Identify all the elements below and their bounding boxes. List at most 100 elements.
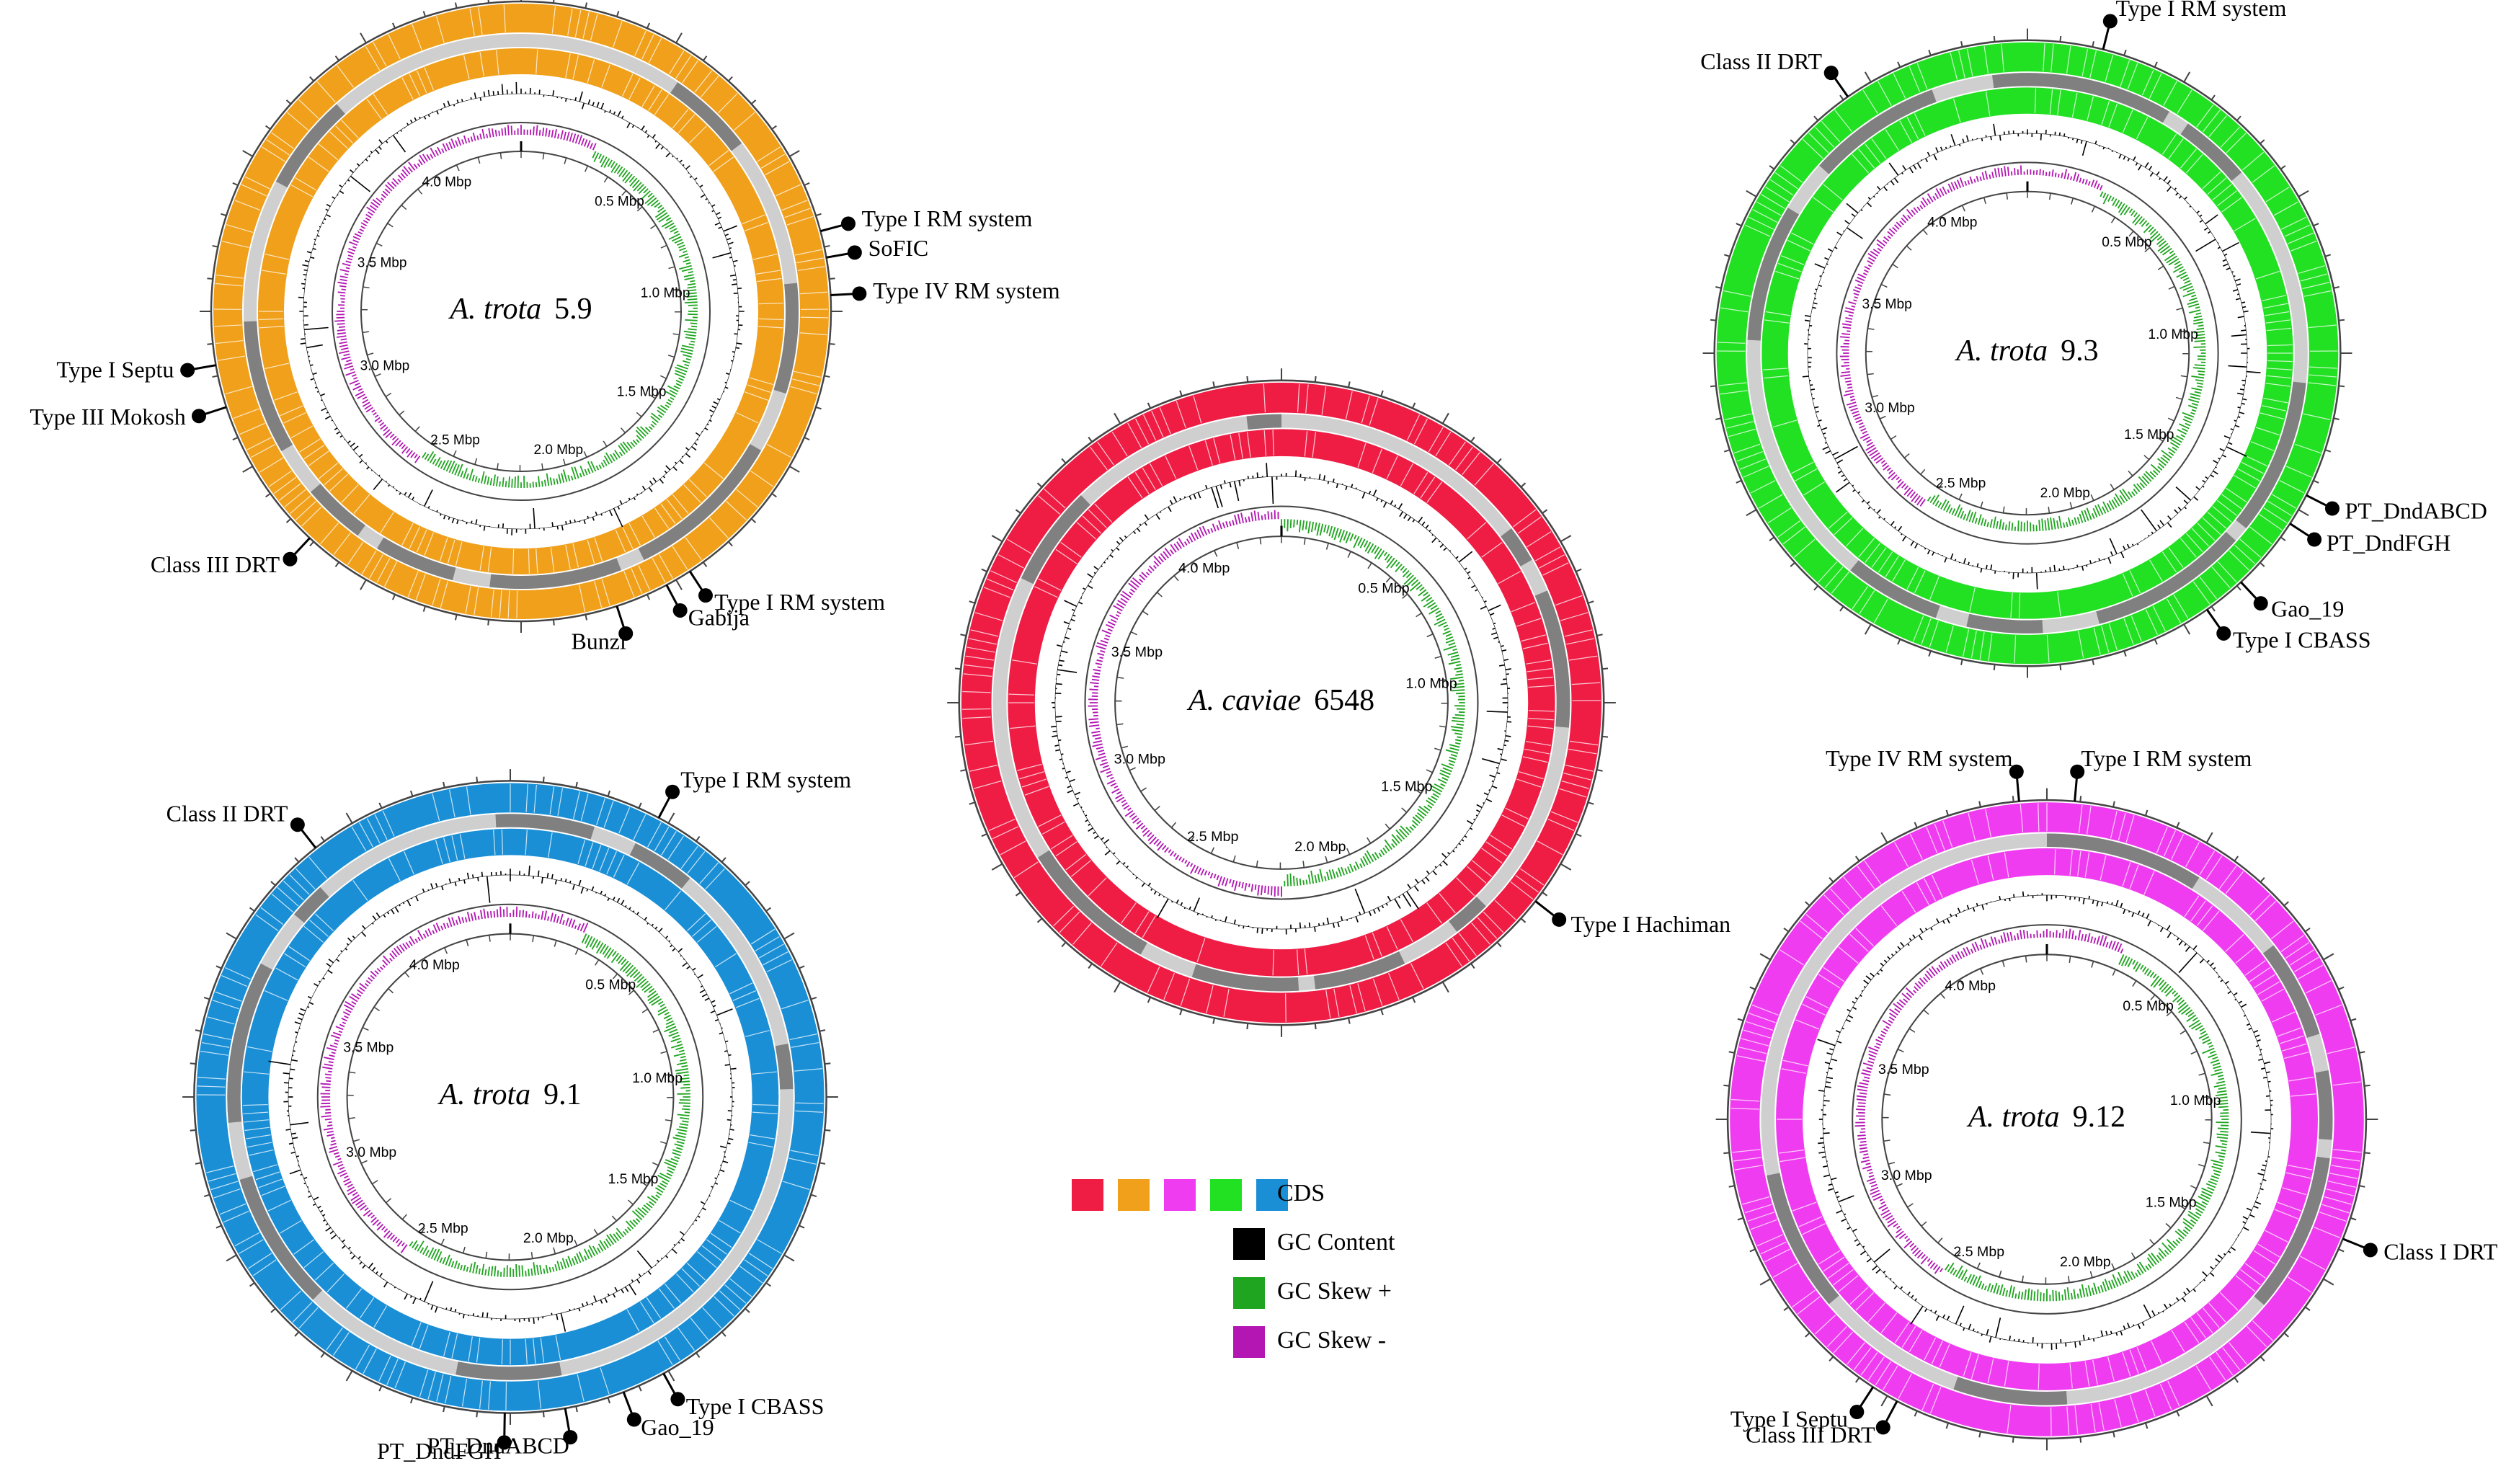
outer-tick — [1314, 1023, 1317, 1030]
outer-tick — [2059, 35, 2062, 43]
legend-swatch — [1233, 1277, 1265, 1309]
cds-forward-ring — [961, 382, 1602, 1023]
outer-tick — [249, 1281, 255, 1287]
outer-tick — [2210, 94, 2216, 101]
outer-tick — [1805, 1332, 1810, 1338]
annotation-pin-dot — [2363, 1243, 2378, 1258]
outer-tick — [788, 150, 800, 157]
scale-tick-label: 2.0 Mbp — [533, 443, 583, 458]
outer-tick — [1769, 536, 1775, 541]
outer-tick — [1897, 61, 1901, 68]
annotation-pin-dot — [1552, 912, 1567, 927]
defense-system-annotation: Type I RM system — [688, 570, 885, 615]
outer-tick — [1710, 319, 1717, 321]
outer-tick — [954, 667, 961, 670]
outer-tick — [285, 99, 292, 105]
outer-tick — [969, 600, 976, 604]
outer-tick — [285, 517, 292, 523]
defense-system-annotation: PT_DndFGH — [377, 1413, 512, 1464]
annotation-pin-dot — [2102, 14, 2118, 29]
outer-tick — [1212, 1018, 1216, 1024]
outer-tick — [1790, 561, 1795, 567]
outer-tick — [607, 1397, 611, 1404]
outer-tick — [542, 776, 545, 783]
annotation-label: Type IV RM system — [873, 277, 1060, 303]
outer-tick — [1945, 809, 1950, 817]
outer-tick — [1380, 390, 1384, 397]
outer-tick — [1114, 981, 1121, 993]
scale-tick-label: 1.5 Mbp — [2124, 427, 2174, 443]
outer-tick — [2324, 254, 2332, 257]
outer-tick — [1601, 667, 1609, 670]
defense-system-annotation: Type I Septu — [56, 357, 216, 383]
outer-tick — [2364, 1084, 2371, 1087]
outer-tick — [1723, 1152, 1730, 1155]
scale-tick-label: 0.5 Mbp — [2102, 235, 2151, 250]
gc-content-track — [1051, 463, 1512, 935]
annotation-label: Class III DRT — [1746, 1421, 1875, 1447]
cds-forward-ring — [213, 4, 829, 619]
outer-tick — [745, 1307, 750, 1313]
outer-tick — [2350, 1018, 2357, 1022]
defense-system-annotation: Type I Hachiman — [1534, 900, 1730, 937]
defense-system-annotation: Type IV RM system — [830, 277, 1060, 303]
outer-tick — [1897, 639, 1901, 645]
legend-label: GC Skew - — [1277, 1327, 1386, 1354]
outer-tick — [783, 932, 795, 940]
outer-tick — [345, 812, 353, 824]
annotation-pin-dot — [840, 216, 856, 231]
outer-tick — [969, 801, 976, 805]
outer-tick — [829, 342, 835, 345]
defense-system-annotation: Type IV RM system — [1826, 745, 2024, 801]
outer-tick — [1728, 1185, 1735, 1188]
outer-tick — [2298, 190, 2309, 197]
outer-tick — [1928, 49, 1932, 56]
scale-tick-label: 1.0 Mbp — [1405, 676, 1457, 692]
outer-tick — [2092, 659, 2094, 665]
outer-tick — [1036, 917, 1043, 923]
outer-tick — [1978, 1431, 1981, 1438]
outer-tick — [607, 790, 611, 797]
annotation-pin-dot — [283, 551, 298, 567]
skew-frame-circle — [316, 903, 704, 1291]
outer-tick — [1813, 115, 1819, 121]
outer-tick — [391, 22, 396, 29]
outer-tick — [2338, 986, 2345, 990]
defense-system-annotation: Class II DRT — [1700, 48, 1849, 98]
outer-tick — [675, 32, 683, 44]
outer-tick — [1576, 832, 1582, 837]
outer-tick — [2236, 585, 2241, 591]
outer-tick — [721, 857, 727, 863]
legend-swatch — [1233, 1326, 1265, 1358]
scale-tick-label: 4.0 Mbp — [422, 174, 471, 190]
gc-skew-plus-track — [409, 933, 690, 1277]
outer-tick — [476, 1411, 479, 1418]
outer-tick — [309, 541, 315, 547]
outer-tick — [2205, 832, 2213, 843]
annotation-label: Gao_19 — [641, 1414, 714, 1440]
outer-tick — [1790, 139, 1795, 145]
outer-tick — [203, 996, 210, 1000]
outer-tick — [2234, 1377, 2239, 1383]
outer-tick — [1960, 41, 1963, 48]
outer-tick — [1928, 650, 1932, 657]
outer-tick — [2092, 41, 2094, 48]
outer-tick — [1736, 223, 1742, 227]
scale-tick-label: 1.0 Mbp — [632, 1070, 683, 1086]
annotation-label: Bunzi — [571, 628, 626, 654]
outer-tick — [1749, 1248, 1756, 1253]
skew-frame-circle — [1084, 505, 1479, 900]
outer-tick — [2079, 796, 2082, 802]
outer-tick — [2176, 1410, 2180, 1417]
outer-tick — [799, 1225, 805, 1229]
outer-tick — [575, 1405, 578, 1413]
outer-tick — [2313, 479, 2319, 484]
legend-cds-swatch — [1164, 1179, 1196, 1211]
scale-tick-label: 3.5 Mbp — [357, 256, 407, 271]
outer-tick — [2333, 286, 2340, 289]
scale-tick-label: 0.5 Mbp — [585, 977, 636, 992]
outer-tick — [1769, 165, 1775, 170]
scale-tick-label: 3.0 Mbp — [346, 1145, 396, 1160]
